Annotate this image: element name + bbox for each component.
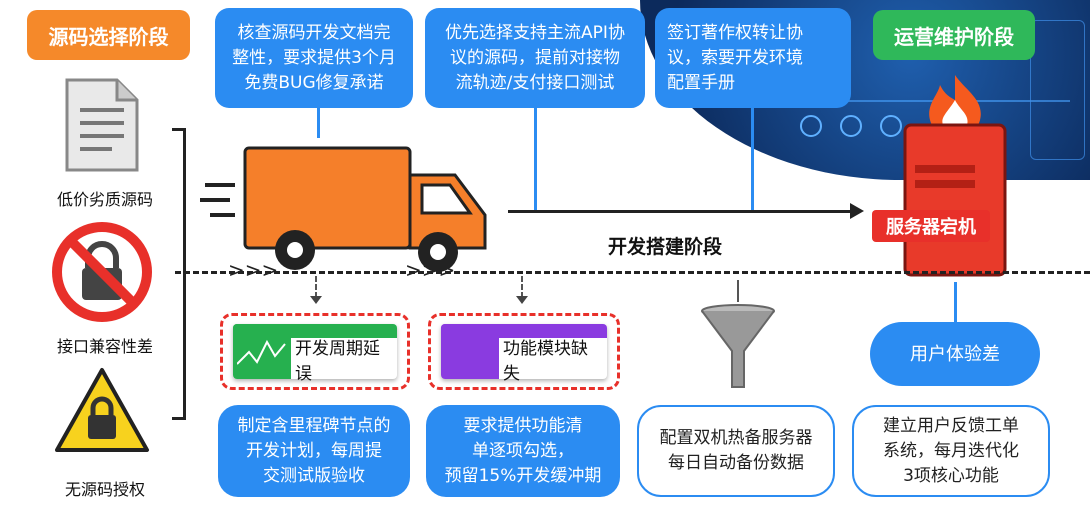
funnel-icon	[701, 304, 775, 388]
stage-development: 开发搭建阶段	[607, 236, 722, 258]
document-icon	[65, 78, 139, 172]
connector-line	[534, 108, 537, 212]
risk-label-low-quality: 低价劣质源码	[56, 190, 153, 209]
tip-doc-check: 核查源码开发文档完 整性，要求提供3个月 免费BUG修复承诺	[215, 8, 413, 108]
down-arrow	[315, 276, 317, 298]
server-down-label: 服务器宕机	[872, 210, 990, 242]
chevrons-icon: >>>	[405, 258, 456, 282]
connector-line	[317, 108, 320, 138]
ux-poor-label: 用户体验差	[870, 322, 1040, 386]
connector-line	[751, 108, 754, 212]
down-arrow-head-icon	[310, 296, 322, 304]
development-arrow	[508, 210, 853, 213]
risk-card-missing-label: 功能模块缺失	[503, 338, 588, 384]
server-fire-icon	[903, 75, 1007, 277]
tip-feature-list: 要求提供功能清 单逐项勾选， 预留15%开发缓冲期	[426, 405, 620, 497]
timeline-dashed-line	[175, 271, 1090, 274]
warning-lock-icon	[55, 368, 149, 452]
stage-operations: 运营维护阶段	[873, 10, 1035, 60]
no-lock-icon	[52, 222, 152, 322]
connector-line	[954, 282, 957, 324]
risk-label-no-license: 无源码授权	[64, 480, 145, 499]
tip-backup: 配置双机热备服务器 每日自动备份数据	[637, 405, 835, 497]
risk-label-compat: 接口兼容性差	[56, 337, 153, 356]
risk-card-missing: 功能模块缺失	[428, 313, 620, 390]
stage-source-selection: 源码选择阶段	[27, 10, 190, 60]
down-arrow-head-icon	[516, 296, 528, 304]
tip-copyright: 签订著作权转让协 议，索要开发环境 配置手册	[655, 8, 851, 108]
down-arrow	[521, 276, 523, 298]
tip-api-support: 优先选择支持主流API协 议的源码，提前对接物 流轨迹/支付接口测试	[425, 8, 645, 108]
arrow-head-icon	[850, 203, 864, 219]
risk-card-delay-label: 开发周期延误	[295, 338, 380, 384]
risk-card-delay: 开发周期延误	[220, 313, 410, 390]
chevrons-icon: >>>	[228, 258, 279, 282]
truck-icon	[200, 146, 487, 272]
tip-milestones: 制定含里程碑节点的 开发计划，每周提 交测试版验收	[218, 405, 410, 497]
bracket	[172, 128, 186, 420]
connector-line	[737, 280, 739, 302]
tip-feedback: 建立用户反馈工单 系统，每月迭代化 3项核心功能	[852, 405, 1050, 497]
chart-line-icon	[237, 339, 286, 365]
